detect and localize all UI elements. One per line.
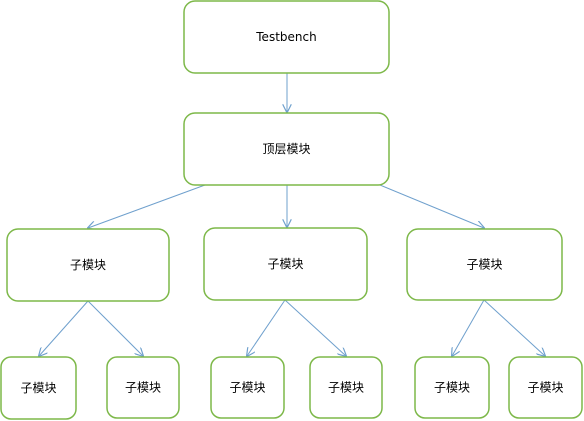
node-submodule-3-label: 子模块 — [466, 258, 502, 272]
edge-sub3-sub3a — [452, 299, 485, 356]
node-submodule-1: 子模块 — [6, 228, 170, 302]
node-submodule-3a-label: 子模块 — [434, 381, 470, 395]
node-testbench: Testbench — [183, 0, 390, 74]
node-submodule-2: 子模块 — [203, 227, 368, 301]
node-submodule-1a: 子模块 — [0, 356, 77, 420]
node-submodule-1b: 子模块 — [106, 356, 180, 419]
edge-top-sub3 — [379, 184, 484, 228]
node-submodule-2a-label: 子模块 — [229, 381, 265, 395]
edge-top-sub1 — [88, 184, 206, 228]
edges-group — [39, 73, 545, 356]
node-submodule-2b: 子模块 — [309, 356, 383, 419]
edge-sub2-sub2a — [247, 299, 286, 356]
edge-sub1-sub1a — [39, 300, 89, 356]
node-submodule-1-label: 子模块 — [70, 258, 106, 272]
edge-sub1-sub1b — [87, 300, 143, 356]
node-submodule-3a: 子模块 — [414, 356, 490, 419]
node-submodule-2b-label: 子模块 — [328, 381, 364, 395]
node-top-module: 顶层模块 — [183, 112, 390, 186]
edge-sub3-sub3b — [483, 299, 545, 356]
node-submodule-1b-label: 子模块 — [125, 381, 161, 395]
node-top-module-label: 顶层模块 — [262, 142, 310, 156]
node-submodule-2a: 子模块 — [210, 356, 285, 419]
node-testbench-label: Testbench — [255, 30, 316, 44]
node-submodule-2-label: 子模块 — [267, 257, 303, 271]
node-submodule-1a-label: 子模块 — [20, 381, 56, 395]
node-submodule-3b-label: 子模块 — [527, 381, 563, 395]
node-submodule-3b: 子模块 — [508, 356, 583, 419]
node-submodule-3: 子模块 — [406, 228, 563, 301]
edge-sub2-sub2b — [284, 299, 346, 356]
